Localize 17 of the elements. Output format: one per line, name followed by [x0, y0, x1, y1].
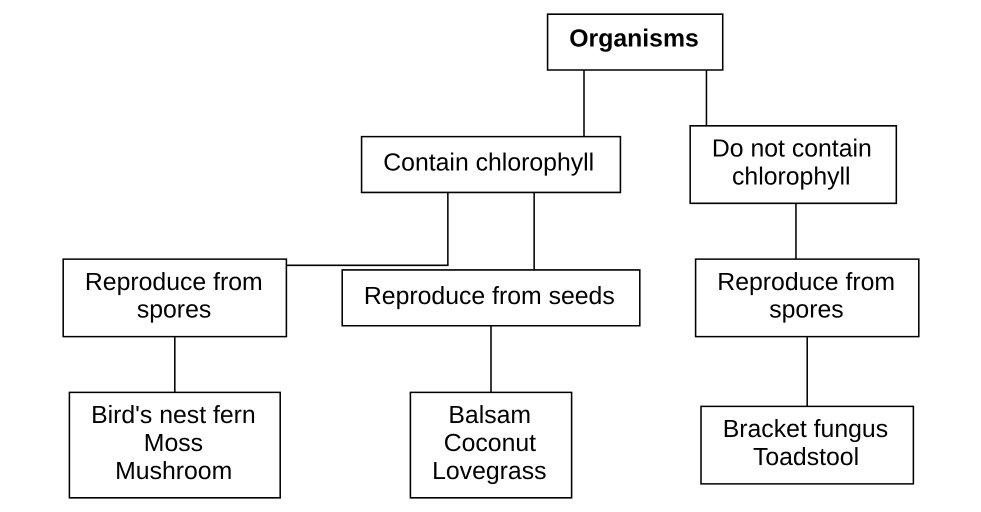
- node-box: Contain chlorophyll: [360, 136, 621, 194]
- node-box: Bracket fungus Toadstool: [700, 406, 914, 485]
- connector: [286, 192, 448, 266]
- connector: [794, 204, 796, 259]
- node-box: Reproduce from spores: [62, 258, 287, 338]
- connector: [490, 326, 492, 392]
- node-box: Reproduce from spores: [694, 258, 920, 338]
- node-box: Reproduce from seeds: [340, 269, 640, 327]
- node-box: Organisms: [546, 13, 723, 71]
- connector: [532, 192, 534, 270]
- connector: [806, 337, 808, 406]
- node-box: Bird's nest fern Moss Mushroom: [68, 392, 280, 499]
- connector: [582, 70, 584, 136]
- connector: [174, 337, 176, 392]
- node-box: Do not contain chlorophyll: [688, 125, 897, 204]
- connector: [705, 70, 707, 126]
- node-box: Balsam Coconut Lovegrass: [409, 392, 572, 499]
